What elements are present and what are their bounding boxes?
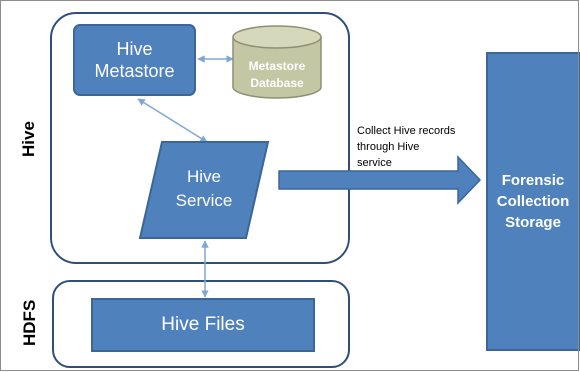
collect-arrow: [278, 155, 482, 205]
forensic-storage-label: Forensic Collection Storage: [496, 172, 570, 231]
hive-files-box: Hive Files: [91, 298, 315, 352]
forensic-storage-box: Forensic Collection Storage: [486, 52, 580, 351]
hive-service-shape: [138, 141, 270, 239]
metastore-database-label: Metastore Database: [248, 59, 306, 90]
hive-metastore-box: Hive Metastore: [73, 24, 196, 96]
metastore-database-cylinder: [232, 25, 322, 99]
hive-files-label: Hive Files: [161, 314, 245, 335]
hive-metastore-label: Hive Metastore: [94, 39, 175, 81]
metastore-service-connector: [137, 98, 208, 143]
collect-edge-label: Collect Hive records through Hive servic…: [357, 125, 456, 169]
hive-service-label: Hive Service: [175, 167, 233, 210]
